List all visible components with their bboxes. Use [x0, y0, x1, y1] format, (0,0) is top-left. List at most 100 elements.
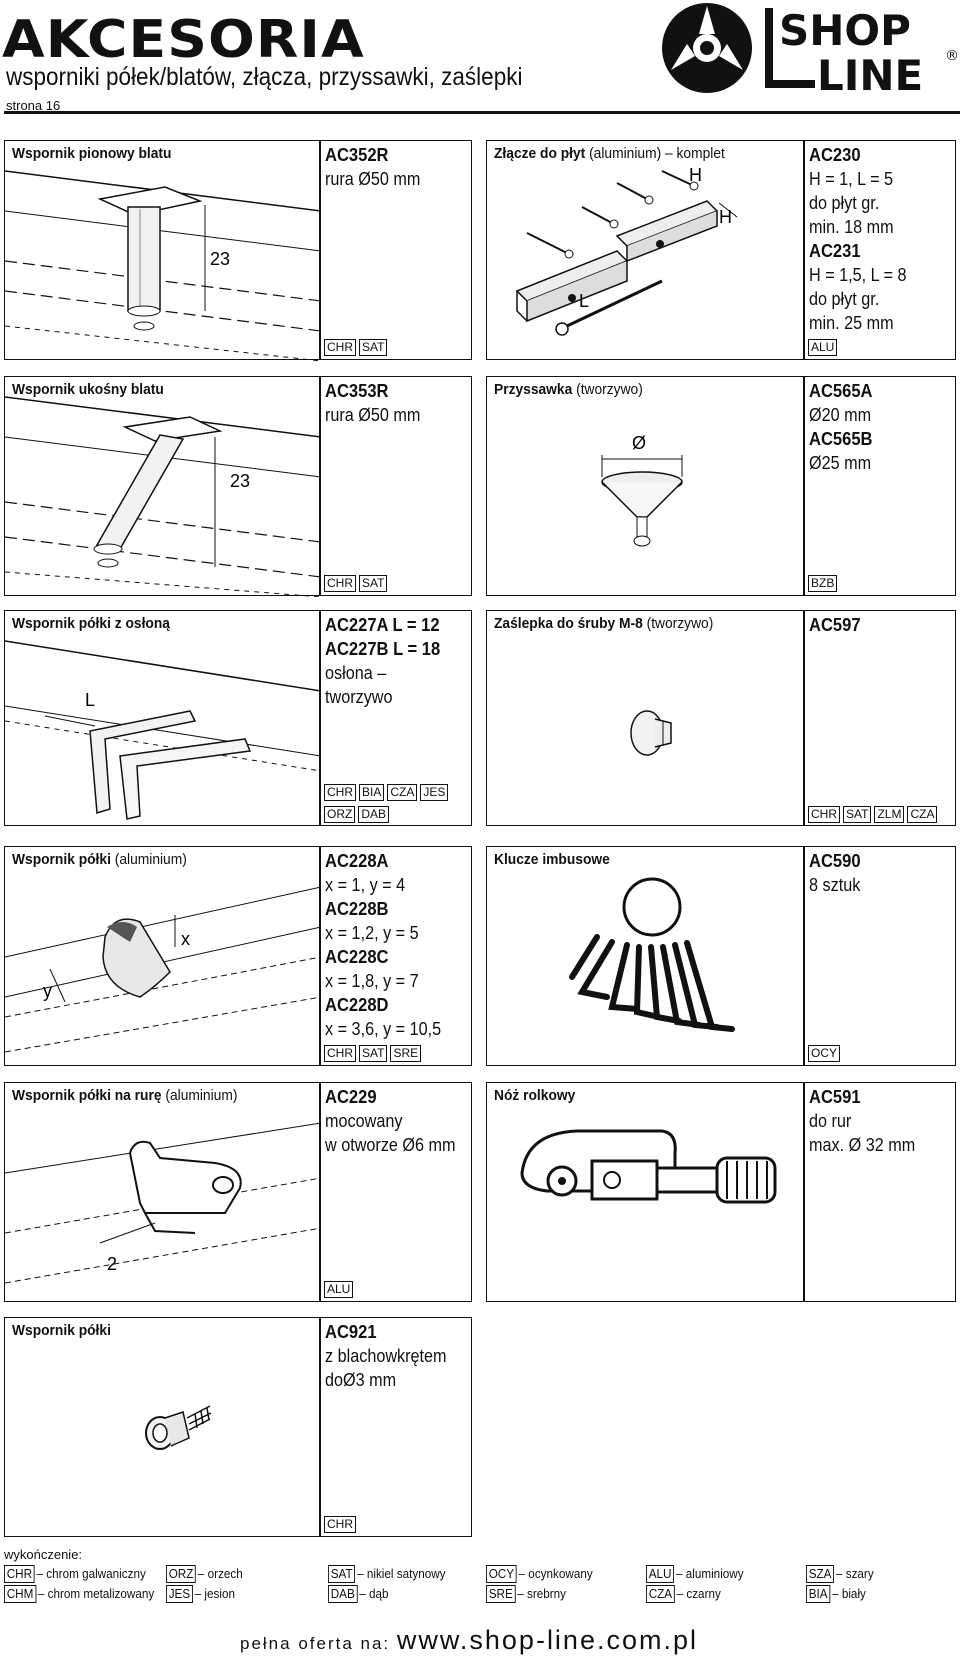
wheel-logo-icon	[662, 3, 752, 93]
product-desc: x = 1, y = 4	[325, 875, 406, 895]
product-title: Przyssawka (tworzywo)	[494, 381, 643, 398]
dimension-label: 23	[210, 249, 230, 269]
product-desc: do rur	[809, 1111, 852, 1131]
finish-badge: CHR	[324, 1516, 356, 1533]
product-info: AC227A L = 12 AC227B L = 18 osłona – two…	[325, 613, 450, 709]
finish-badge: SAT	[359, 1045, 388, 1062]
product-info-cell: AC228A x = 1, y = 4 AC228B x = 1,2, y = …	[320, 846, 472, 1066]
product-desc: rura Ø50 mm	[325, 405, 421, 425]
product-info-cell: AC591 do rur max. Ø 32 mm	[804, 1082, 956, 1302]
header-divider	[4, 111, 960, 114]
screw-cap-illustration	[630, 710, 672, 756]
page-number: strona 16	[6, 98, 61, 113]
product-code: AC228B	[325, 899, 389, 919]
product-desc: osłona –	[325, 663, 387, 683]
finish-badge: SRE	[390, 1045, 422, 1062]
legend-item: BIA– biały	[806, 1585, 866, 1603]
aluminium-shelf-clip-illustration: x y	[5, 886, 321, 1053]
product-desc: tworzywo	[325, 687, 393, 707]
product-title: Złącze do płyt (aluminium) – komplet	[494, 145, 725, 162]
finish-codes: ALU	[808, 338, 840, 356]
finish-badge: SAT	[359, 575, 388, 592]
product-figure-cell: Wspornik półki	[4, 1317, 320, 1537]
product-figure-cell: 23 Wspornik ukośny blatu	[4, 376, 321, 597]
product-info-cell: AC565A Ø20 mm AC565B Ø25 mm BZB	[804, 376, 956, 596]
finish-badge: ALU	[808, 339, 838, 356]
product-code: AC921	[325, 1322, 377, 1342]
product-desc: z blachowkrętem	[325, 1346, 447, 1366]
finish-badge: CHR	[324, 575, 356, 592]
suction-cup-illustration: Ø	[601, 433, 683, 547]
product-code: AC231	[809, 241, 861, 261]
logo-shop-text: SHOP	[779, 6, 911, 55]
finish-codes: ALU	[324, 1280, 356, 1298]
screw-shelf-pin-illustration	[145, 1405, 212, 1450]
product-code: AC597	[809, 615, 861, 635]
finish-badge: CHR	[808, 806, 840, 823]
product-desc: Ø20 mm	[809, 405, 872, 425]
product-info-cell: AC230 H = 1, L = 5 do płyt gr. min. 18 m…	[804, 140, 956, 360]
product-info: AC921 z blachowkrętem doØ3 mm	[325, 1320, 460, 1392]
product-figure-cell: 23 Wspornik pionowy blatu	[4, 140, 321, 361]
dimension-label: Ø	[632, 433, 646, 453]
product-title: Nóż rolkowy	[494, 1087, 576, 1104]
dimension-label: L	[579, 291, 589, 311]
product-code: AC565B	[809, 429, 873, 449]
product-code: AC353R	[325, 381, 389, 401]
shop-line-logo: SHOP LINE ®	[662, 3, 959, 100]
finish-badge: BIA	[359, 784, 385, 801]
legend-item: CZA– czarny	[646, 1585, 721, 1603]
product-info-cell: AC229 mocowany w otworze Ø6 mm ALU	[320, 1082, 472, 1302]
product-figure-cell: L Wspornik półki z osłoną	[4, 610, 321, 826]
product-code: AC228C	[325, 947, 389, 967]
product-desc: rura Ø50 mm	[325, 169, 421, 189]
brand-title: AKCESORIA	[2, 10, 365, 70]
finish-codes: OCY	[808, 1044, 843, 1062]
legend-item: CHM– chrom metalizowany	[4, 1585, 154, 1603]
product-desc: x = 3,6, y = 10,5	[325, 1019, 442, 1039]
product-info: AC590 8 sztuk	[809, 849, 866, 897]
connector-kit-illustration: H H L	[515, 165, 738, 336]
finish-badge: OCY	[808, 1045, 841, 1062]
product-figure-cell: x y Wspornik półki (aluminium)	[4, 846, 321, 1066]
product-code: AC591	[809, 1087, 861, 1107]
shelf-bracket-cover-illustration: L	[5, 640, 321, 820]
vertical-leg-illustration: 23	[5, 170, 321, 361]
finish-badge: ALU	[324, 1281, 354, 1298]
dimension-label: H	[719, 207, 732, 227]
finish-badge: ZLM	[874, 806, 905, 823]
product-code: AC228A	[325, 851, 389, 871]
product-figure-cell: 2 Wspornik półki na rurę (aluminium)	[4, 1082, 321, 1302]
product-desc: H = 1, L = 5	[809, 169, 894, 189]
product-code: AC227B L = 18	[325, 639, 441, 659]
product-figure-cell: Nóż rolkowy	[486, 1082, 804, 1302]
legend-item: JES– jesion	[166, 1585, 235, 1603]
product-code: AC229	[325, 1087, 377, 1107]
product-info: AC565A Ø20 mm AC565B Ø25 mm	[809, 379, 878, 475]
finish-badge: CHR	[324, 1045, 356, 1062]
product-info: AC229 mocowany w otworze Ø6 mm	[325, 1085, 470, 1157]
finish-badge: SAT	[359, 339, 388, 356]
product-desc: H = 1,5, L = 8	[809, 265, 907, 285]
finish-badge: SAT	[843, 806, 872, 823]
product-desc: min. 18 mm	[809, 217, 894, 237]
product-desc: x = 1,8, y = 7	[325, 971, 419, 991]
dimension-label: 23	[230, 471, 250, 491]
product-code: AC230	[809, 145, 861, 165]
finish-legend-title: wykończenie:	[4, 1547, 83, 1562]
product-title: Wspornik ukośny blatu	[12, 381, 164, 398]
product-desc: min. 25 mm	[809, 313, 894, 333]
finish-badge: BZB	[808, 575, 838, 592]
diagonal-leg-illustration: 23	[5, 396, 321, 597]
website-link[interactable]: www.shop-line.com.pl	[396, 1625, 698, 1655]
finish-legend: CHR– chrom galwaniczny CHM– chrom metali…	[4, 1565, 960, 1605]
legend-item: ALU– aluminiowy	[646, 1565, 744, 1583]
product-title: Wspornik półki z osłoną	[12, 615, 170, 632]
product-desc: 8 sztuk	[809, 875, 861, 895]
